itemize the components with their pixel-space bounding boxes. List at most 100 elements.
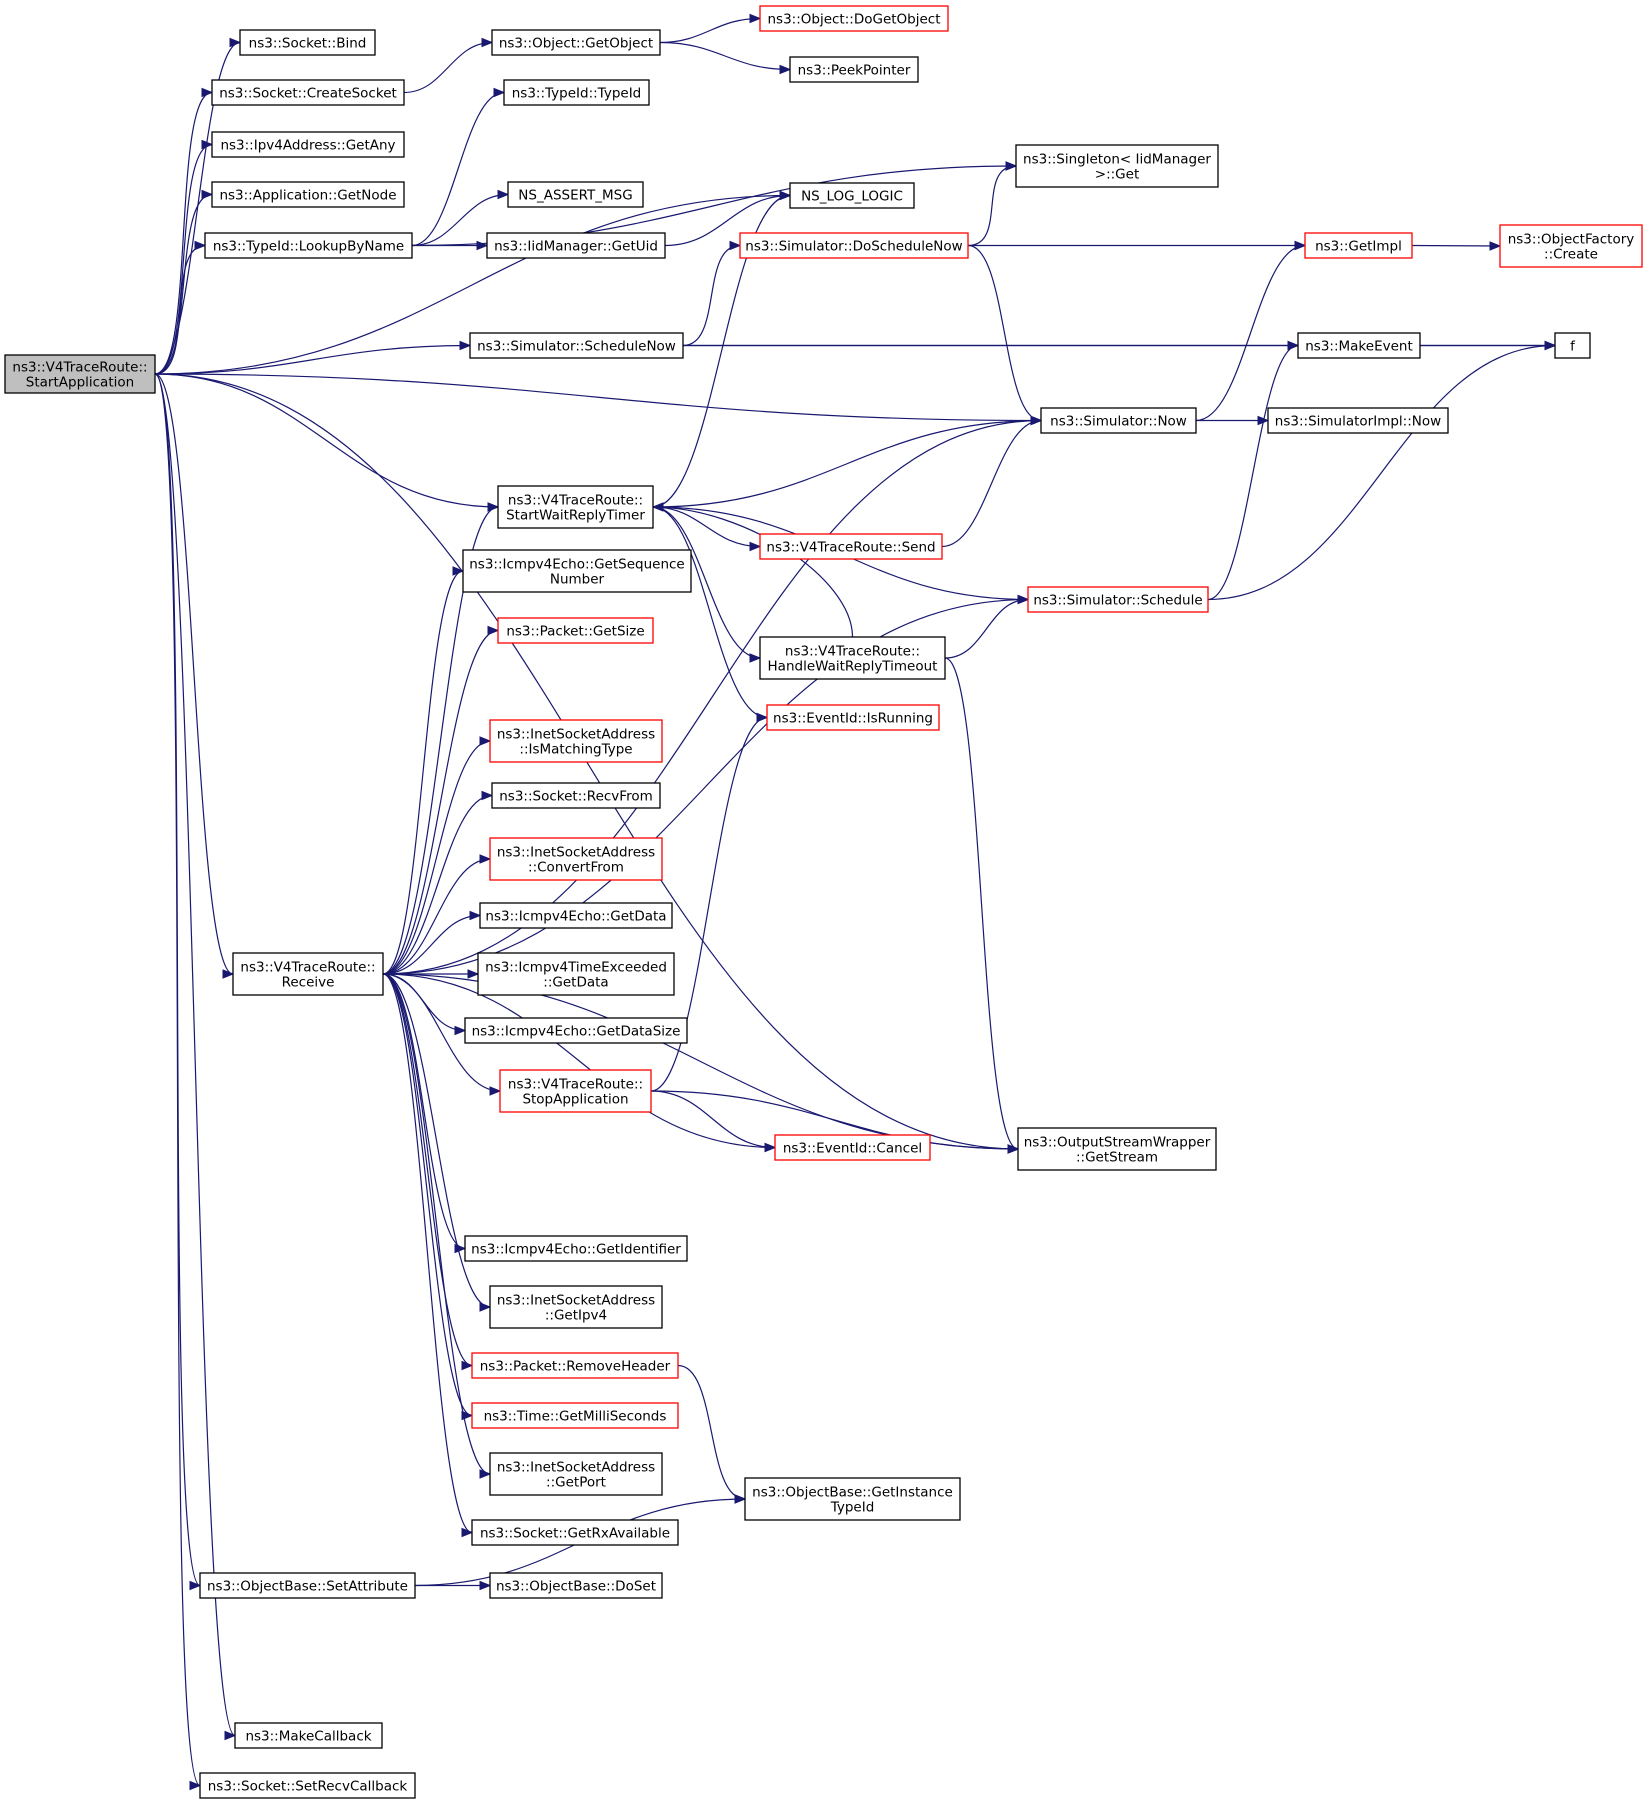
node-label: ::IsMatchingType — [519, 742, 632, 758]
node-label: ns3::TypeId::LookupByName — [213, 239, 404, 255]
node-label: ns3::Icmpv4TimeExceeded — [485, 960, 667, 976]
node-get-port[interactable]: ns3::InetSocketAddress::GetPort — [489, 1452, 663, 1496]
node-label: ns3::EventId::IsRunning — [773, 711, 933, 727]
node-simimpl-now[interactable]: ns3::SimulatorImpl::Now — [1267, 407, 1449, 434]
edge-root-to-make-callback — [154, 373, 237, 1741]
node-set-recv-callback[interactable]: ns3::Socket::SetRecvCallback — [199, 1772, 416, 1799]
node-make-event[interactable]: ns3::MakeEvent — [1297, 332, 1421, 359]
node-label: ns3::Object::GetObject — [499, 36, 653, 52]
node-get-impl[interactable]: ns3::GetImpl — [1304, 232, 1413, 259]
node-label: ns3::MakeCallback — [245, 1729, 371, 1745]
node-get-stream[interactable]: ns3::OutputStreamWrapper::GetStream — [1017, 1127, 1217, 1171]
node-convert-from[interactable]: ns3::InetSocketAddress::ConvertFrom — [489, 837, 663, 881]
node-label: ns3::Socket::SetRecvCallback — [208, 1779, 408, 1795]
node-box — [471, 1352, 679, 1379]
node-receive[interactable]: ns3::V4TraceRoute::Receive — [232, 952, 384, 996]
node-remove-header[interactable]: ns3::Packet::RemoveHeader — [471, 1352, 679, 1379]
edge-lookup-by-name-to-typeid-ctor — [411, 87, 506, 247]
node-label: ns3::IidManager::GetUid — [494, 239, 658, 255]
node-send[interactable]: ns3::V4TraceRoute::Send — [759, 533, 943, 560]
node-label: ns3::InetSocketAddress — [497, 727, 655, 743]
node-peek-pointer[interactable]: ns3::PeekPointer — [789, 56, 919, 83]
node-box — [211, 131, 405, 158]
node-box — [1304, 232, 1413, 259]
edge-root-to-schedule-now — [154, 340, 472, 375]
node-get-milli[interactable]: ns3::Time::GetMilliSeconds — [471, 1402, 679, 1429]
node-get-node[interactable]: ns3::Application::GetNode — [211, 181, 405, 208]
call-edges — [154, 13, 1557, 1791]
node-do-schedule-now[interactable]: ns3::Simulator::DoScheduleNow — [739, 232, 969, 259]
node-is-matching-type[interactable]: ns3::InetSocketAddress::IsMatchingType — [489, 719, 663, 763]
edge-receive-to-remove-header — [382, 973, 474, 1371]
function-nodes: ns3::V4TraceRoute::StartApplicationns3::… — [4, 5, 1643, 1799]
edge-stop-app-to-event-is-running — [650, 712, 769, 1092]
edge-root-to-get-node — [154, 189, 214, 375]
node-make-callback[interactable]: ns3::MakeCallback — [234, 1722, 383, 1749]
node-get-ipv4[interactable]: ns3::InetSocketAddress::GetIpv4 — [489, 1285, 663, 1329]
node-label: StartWaitReplyTimer — [506, 508, 645, 524]
edge-receive-to-get-port — [382, 973, 492, 1479]
node-box — [766, 704, 940, 731]
node-label: ns3::PeekPointer — [798, 63, 911, 79]
edge-start-wait-to-sim-now — [652, 415, 1043, 508]
node-sim-now[interactable]: ns3::Simulator::Now — [1040, 407, 1197, 434]
node-singleton-get[interactable]: ns3::Singleton< IidManager>::Get — [1015, 144, 1219, 188]
node-get-object[interactable]: ns3::Object::GetObject — [491, 29, 661, 56]
node-sim-schedule[interactable]: ns3::Simulator::Schedule — [1027, 586, 1209, 613]
node-echo-get-data-size[interactable]: ns3::Icmpv4Echo::GetDataSize — [464, 1017, 688, 1044]
node-box — [759, 533, 943, 560]
node-box — [489, 1572, 663, 1599]
node-f[interactable]: f — [1554, 332, 1591, 359]
node-create-socket[interactable]: ns3::Socket::CreateSocket — [211, 79, 405, 106]
node-box — [503, 79, 650, 106]
node-box — [471, 1402, 679, 1429]
node-start-wait[interactable]: ns3::V4TraceRoute::StartWaitReplyTimer — [497, 485, 654, 529]
node-set-attribute[interactable]: ns3::ObjectBase::SetAttribute — [199, 1572, 416, 1599]
node-label: ns3::InetSocketAddress — [497, 1460, 655, 1476]
node-box — [1267, 407, 1449, 434]
edge-handle-timeout-to-get-stream — [944, 657, 1020, 1154]
node-box — [497, 617, 654, 644]
node-event-cancel[interactable]: ns3::EventId::Cancel — [774, 1134, 931, 1161]
edge-root-to-create-socket — [154, 87, 214, 375]
edge-lookup-by-name-to-ns-assert-msg — [411, 189, 510, 247]
node-do-set[interactable]: ns3::ObjectBase::DoSet — [489, 1572, 663, 1599]
edge-root-to-set-recv-callback — [154, 373, 202, 1791]
node-box — [1554, 332, 1591, 359]
node-stop-app[interactable]: ns3::V4TraceRoute::StopApplication — [499, 1069, 652, 1113]
node-recv-from[interactable]: ns3::Socket::RecvFrom — [491, 782, 661, 809]
node-ns-log-logic[interactable]: NS_LOG_LOGIC — [789, 182, 915, 209]
edge-make-event-to-f — [1420, 340, 1557, 351]
node-te-get-data[interactable]: ns3::Icmpv4TimeExceeded::GetData — [477, 952, 675, 996]
node-get-identifier[interactable]: ns3::Icmpv4Echo::GetIdentifier — [464, 1235, 688, 1262]
node-packet-get-size[interactable]: ns3::Packet::GetSize — [497, 617, 654, 644]
node-ns-assert-msg[interactable]: NS_ASSERT_MSG — [507, 181, 644, 208]
node-schedule-now[interactable]: ns3::Simulator::ScheduleNow — [469, 332, 684, 359]
edge-send-to-sim-now — [941, 415, 1043, 548]
edge-receive-to-start-wait — [382, 502, 500, 975]
node-label: ns3::Ipv4Address::GetAny — [220, 138, 395, 154]
node-label: ns3::Icmpv4Echo::GetData — [485, 909, 666, 925]
node-handle-timeout[interactable]: ns3::V4TraceRoute::HandleWaitReplyTimeou… — [759, 636, 946, 680]
node-socket-bind[interactable]: ns3::Socket::Bind — [239, 29, 376, 56]
node-typeid-ctor[interactable]: ns3::TypeId::TypeId — [503, 79, 650, 106]
edge-do-schedule-now-to-singleton-get — [967, 161, 1018, 247]
node-echo-get-data[interactable]: ns3::Icmpv4Echo::GetData — [479, 902, 673, 929]
node-get-any[interactable]: ns3::Ipv4Address::GetAny — [211, 131, 405, 158]
node-do-get-object[interactable]: ns3::Object::DoGetObject — [759, 5, 949, 32]
node-root[interactable]: ns3::V4TraceRoute::StartApplication — [4, 354, 156, 394]
node-label: ns3::V4TraceRoute:: — [508, 493, 643, 509]
node-label: ns3::Singleton< IidManager — [1023, 152, 1211, 168]
node-label: ns3::Socket::RecvFrom — [499, 789, 653, 805]
node-object-factory-create[interactable]: ns3::ObjectFactory::Create — [1499, 224, 1643, 268]
node-label: ns3::V4TraceRoute:: — [12, 360, 147, 376]
node-label: ns3::ObjectBase::SetAttribute — [207, 1579, 408, 1595]
node-label: ::Create — [1544, 247, 1598, 263]
node-event-is-running[interactable]: ns3::EventId::IsRunning — [766, 704, 940, 731]
node-lookup-by-name[interactable]: ns3::TypeId::LookupByName — [204, 232, 413, 259]
node-box — [489, 1285, 663, 1329]
node-get-rx-available[interactable]: ns3::Socket::GetRxAvailable — [471, 1519, 679, 1546]
node-iid-get-uid[interactable]: ns3::IidManager::GetUid — [486, 232, 666, 259]
